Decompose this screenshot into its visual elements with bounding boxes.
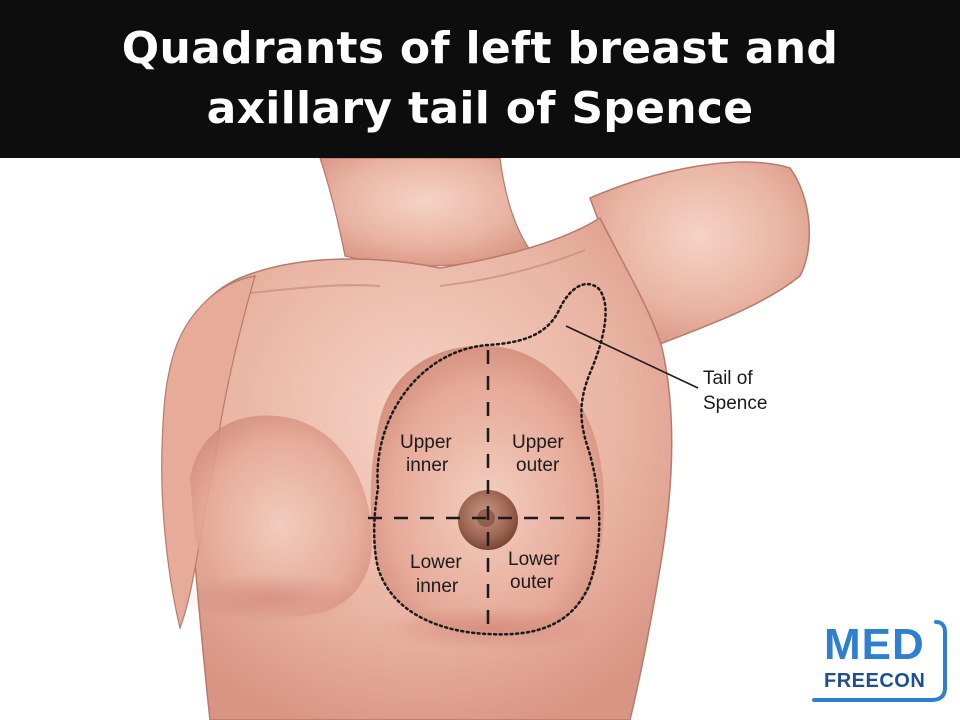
title-banner: Quadrants of left breast and axillary ta… — [0, 0, 960, 158]
label-upper-inner-2: inner — [406, 455, 449, 476]
clavicle-left — [249, 284, 381, 294]
label-upper-outer-1: Upper — [512, 432, 564, 453]
torso-diagram: Upper inner Upper outer Lower inner Lowe… — [161, 158, 810, 720]
label-upper-outer-2: outer — [516, 455, 560, 476]
other-breast-shadow — [180, 573, 360, 623]
clavicle-right — [439, 249, 586, 287]
tail-leader-line — [565, 325, 699, 389]
logo-text-med: MED — [824, 620, 925, 669]
tail-label-1: Tail of — [703, 368, 753, 389]
label-lower-inner-2: inner — [416, 576, 459, 597]
logo-text-freecon: FREECON — [824, 670, 926, 692]
other-breast — [190, 415, 373, 617]
breast-underside-shadow — [380, 606, 600, 650]
logo-bracket-icon — [812, 620, 947, 702]
anatomy-illustration: Upper inner Upper outer Lower inner Lowe… — [0, 158, 960, 720]
title-line-1: Quadrants of left breast and — [121, 23, 839, 74]
label-lower-outer-1: Lower — [508, 549, 560, 570]
label-lower-outer-2: outer — [510, 572, 554, 593]
tail-label-2: Spence — [703, 393, 767, 414]
title-line-2: axillary tail of Spence — [206, 83, 754, 134]
label-upper-inner-1: Upper — [400, 432, 452, 453]
label-lower-inner-1: Lower — [410, 552, 462, 573]
breast-boundary-dotted — [373, 282, 607, 636]
brand-logo: MED FREECON — [810, 618, 948, 704]
neck — [319, 158, 531, 267]
